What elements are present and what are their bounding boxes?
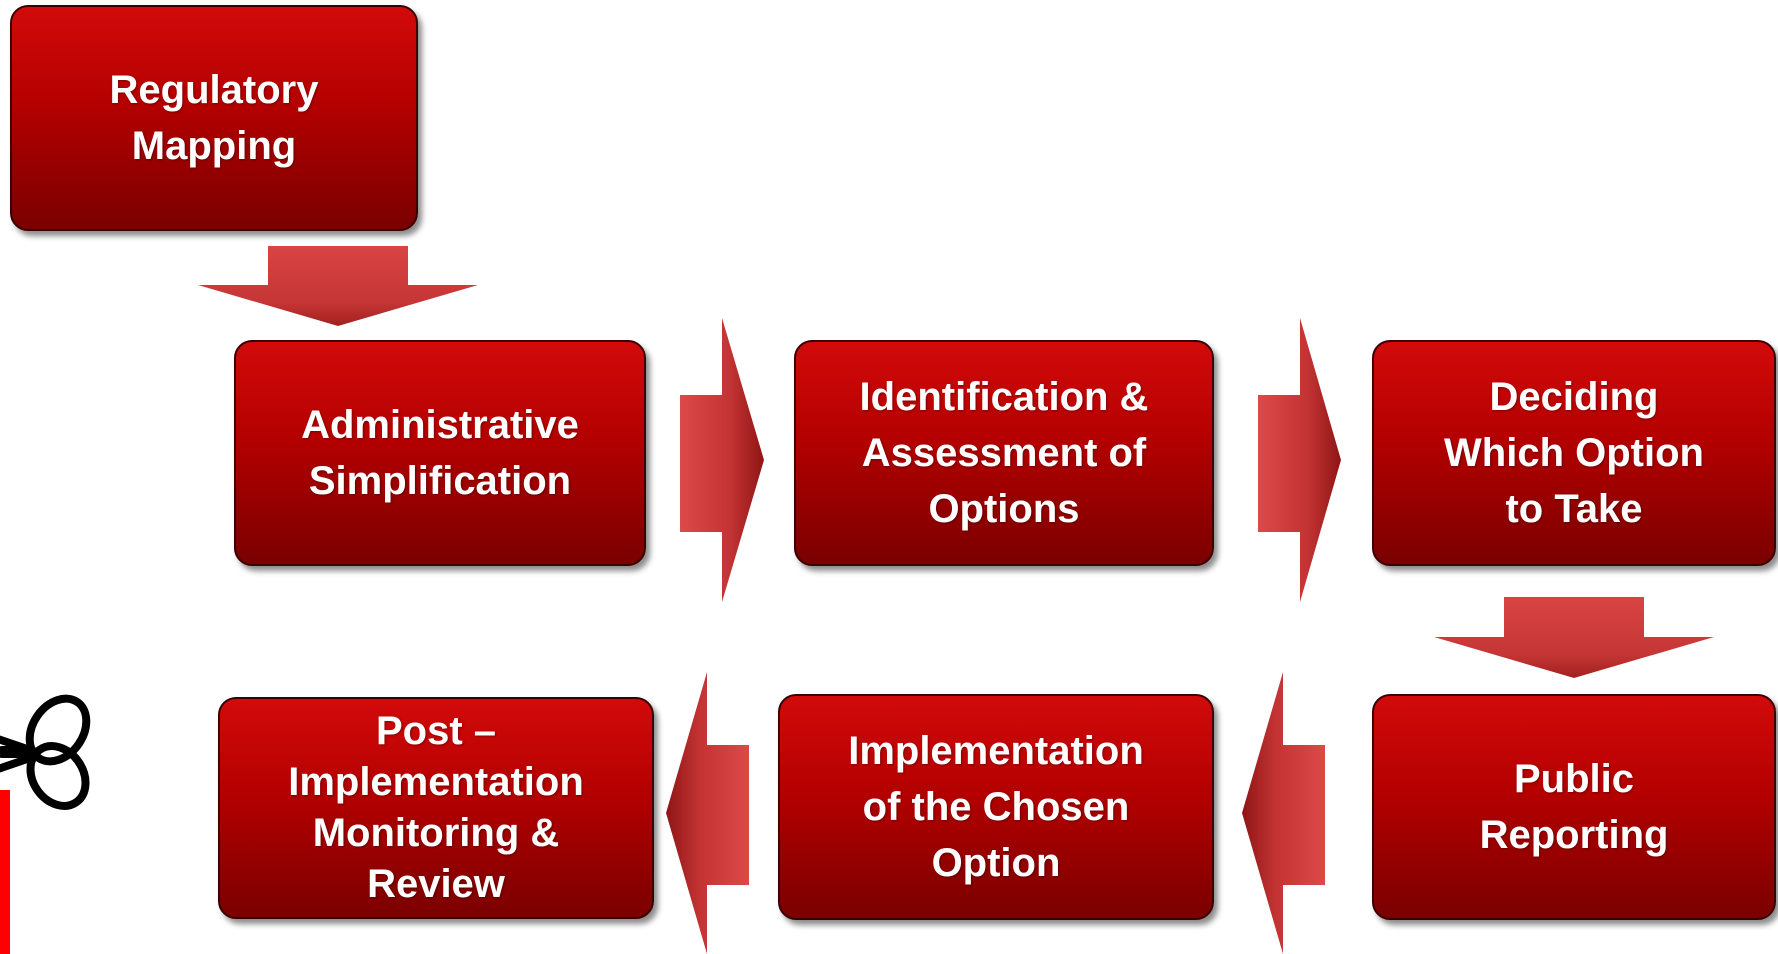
arrow-right-1 [680, 318, 764, 602]
step-label: Post – Implementation Monitoring & Revie… [288, 709, 584, 906]
arrow-right-2 [1258, 318, 1341, 602]
step-label: Public Reporting [1479, 757, 1669, 857]
step-post-implementation-review: Post – Implementation Monitoring & Revie… [218, 697, 654, 919]
step-public-reporting: Public Reporting [1372, 694, 1776, 920]
arrow-down-1 [198, 246, 478, 326]
step-identification-assessment: Identification & Assessment of Options [794, 340, 1214, 566]
step-label: Deciding Which Option to Take [1444, 375, 1704, 531]
step-implementation-chosen-option: Implementation of the Chosen Option [778, 694, 1214, 920]
step-label: Regulatory Mapping [109, 68, 319, 168]
scissors-icon [0, 694, 91, 810]
step-regulatory-mapping: Regulatory Mapping [10, 5, 418, 231]
step-administrative-simplification: Administrative Simplification [234, 340, 646, 566]
arrow-left-1 [1242, 672, 1325, 954]
accent-bar [0, 790, 10, 954]
arrow-down-2 [1434, 597, 1714, 678]
arrow-left-2 [666, 672, 749, 954]
step-label: Implementation of the Chosen Option [848, 729, 1144, 885]
step-label: Identification & Assessment of Options [859, 375, 1149, 531]
step-deciding-option: Deciding Which Option to Take [1372, 340, 1776, 566]
step-label: Administrative Simplification [301, 403, 579, 503]
